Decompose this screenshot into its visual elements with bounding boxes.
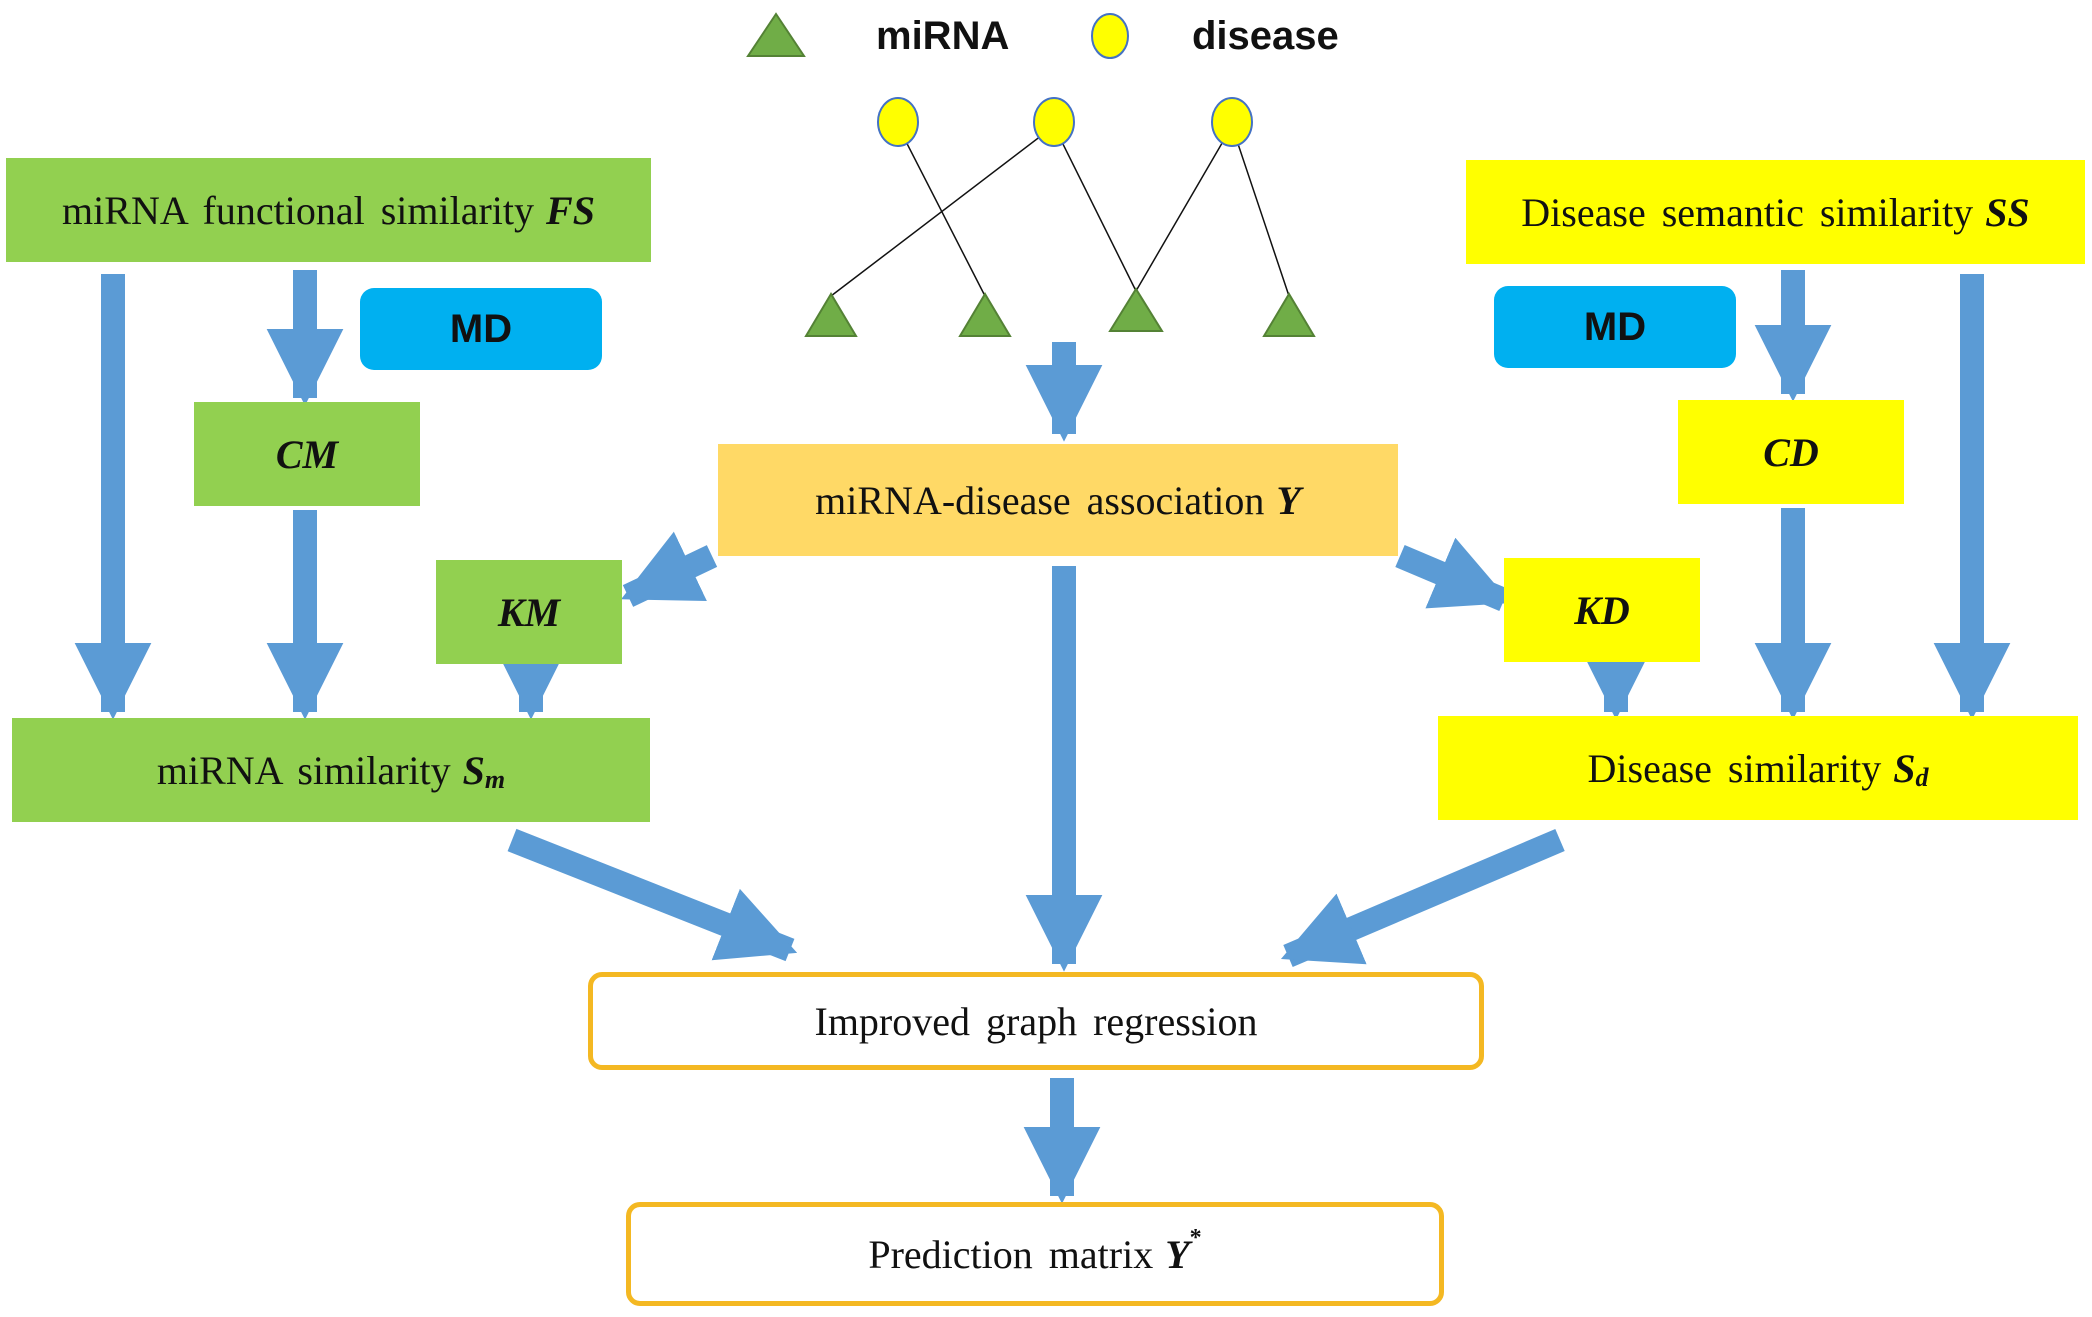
- mirna-node: [804, 292, 858, 337]
- mirna-node: [958, 292, 1012, 337]
- arrow-sm-to-igr: [507, 828, 798, 962]
- node-text: miRNA-disease association: [815, 477, 1265, 523]
- node-symbol: SS: [1985, 189, 2030, 235]
- node-symbol: KM: [497, 589, 561, 635]
- edge: [1053, 125, 1137, 292]
- cd-box: CD: [1678, 400, 1904, 504]
- legend-mirna-label: miRNA: [876, 14, 1010, 58]
- md-left-box: MD: [360, 288, 602, 370]
- node-symbol: CD: [1763, 429, 1819, 475]
- node-text: MD: [449, 306, 513, 351]
- node-symbol: KD: [1574, 587, 1630, 633]
- cm-box: CM: [194, 402, 420, 506]
- node-text: miRNA similarity: [156, 747, 451, 793]
- node-symbol: S: [1893, 745, 1916, 791]
- node-text: miRNA functional similarity: [62, 187, 535, 233]
- km-box: KM: [436, 560, 622, 664]
- node-symbol: FS: [546, 187, 595, 233]
- edge: [1231, 125, 1290, 297]
- arrow-assoc-to-kd: [1395, 537, 1512, 612]
- node-text: Disease semantic similarity: [1521, 189, 1974, 235]
- arrow-sd-to-igr: [1280, 828, 1565, 968]
- mirna-node: [1262, 292, 1316, 337]
- md-right-box: MD: [1494, 286, 1736, 368]
- disease-node: [1033, 97, 1075, 147]
- disease-node: [877, 97, 919, 147]
- node-superscript: *: [1189, 1224, 1202, 1251]
- edge: [1135, 125, 1233, 292]
- association-edges: [830, 125, 1290, 297]
- mirna-node: [1108, 287, 1164, 332]
- node-symbol: CM: [275, 431, 339, 477]
- legend-disease-label: disease: [1192, 14, 1339, 58]
- node-symbol: S: [462, 747, 485, 793]
- improved-graph-regression-box: Improved graph regression: [588, 972, 1484, 1070]
- arrow-assoc-to-km: [621, 531, 718, 607]
- node-text: Disease similarity: [1587, 745, 1882, 791]
- kd-box: KD: [1504, 558, 1700, 662]
- disease-node: [1211, 97, 1253, 147]
- node-symbol: Y: [1165, 1231, 1190, 1277]
- node-text: MD: [1583, 304, 1647, 349]
- node-text: Prediction matrix: [868, 1231, 1154, 1277]
- node-subscript: m: [484, 765, 506, 794]
- node-symbol: Y: [1276, 477, 1301, 523]
- node-text: Improved graph regression: [814, 998, 1258, 1044]
- legend-disease-circle-icon: [1091, 13, 1129, 59]
- legend-mirna-triangle-icon: [746, 12, 806, 57]
- node-subscript: d: [1915, 763, 1929, 792]
- edge: [830, 125, 1055, 297]
